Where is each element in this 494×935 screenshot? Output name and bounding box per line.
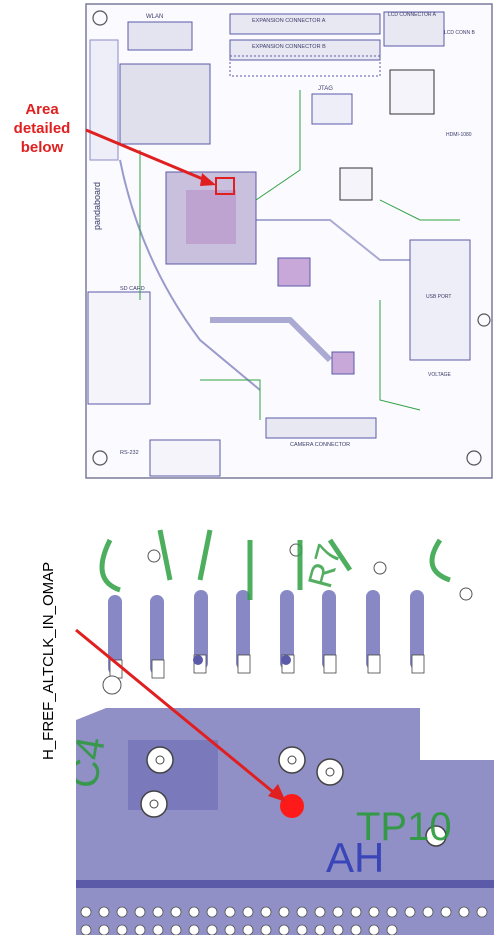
bottom-via-row [80,906,488,935]
trace-fingers [108,590,424,675]
area-callout: Area detailed below [2,100,82,157]
expansion-connector-b-rows [229,55,381,77]
qfp-chip-1 [389,69,435,115]
bus-trace [76,880,494,888]
callout-line-2: detailed [13,120,71,137]
camera-connector [265,417,377,439]
audio-chip [331,351,355,375]
detail-arrow-line [75,628,279,798]
trace-4 [255,90,301,201]
rs232-connector [149,439,221,477]
detail-arrow-head [268,784,286,802]
sd-card-slot [87,291,151,405]
tp-label: TP10 [356,805,452,849]
pandaboard-label: pandaboard [92,182,102,230]
hdmi-label: HDMI-1080 [446,132,472,138]
expansion-b-label: EXPANSION CONNECTOR B [252,44,326,50]
usb-port-label: USB PORT [426,294,451,300]
detail-area-box [215,177,235,195]
camera-label: CAMERA CONNECTOR [290,442,350,448]
mount-hole-tl [92,10,108,26]
lcd-b-label: LCD CONN B [444,30,476,36]
voltage-label: VOLTAGE [428,372,452,378]
c4-label: C4 [62,734,114,792]
sd-card-label: SD CARD [120,286,145,292]
top-vias [102,543,473,695]
jtag-label: JTAG [318,86,333,92]
callout-line-3: below [20,139,64,156]
board-overview: EXPANSION CONNECTOR A EXPANSION CONNECTO… [85,3,493,479]
expansion-connector-b [229,39,381,61]
jtag-header [311,93,353,125]
callout-arrow-line [85,128,211,184]
qfp-chip-2 [339,167,373,201]
large-vias [140,746,447,847]
pmic-chip [277,257,311,287]
lcd-connector-a [383,11,445,47]
wlan-connector [127,21,193,51]
callout-line-1: Area [25,101,59,118]
via-dots [193,655,291,665]
module-block [119,63,211,145]
rs232-label: RS-232 [120,450,139,456]
lcd-a-label: LCD CONNECTOR A [388,12,437,18]
omap-core [186,190,236,244]
trace-3 [210,317,333,363]
trace-6 [379,199,460,221]
expansion-a-label: EXPANSION CONNECTOR A [252,18,326,24]
callout-arrow-head [200,173,216,186]
silk-strokes [99,529,451,600]
test-point-dot [280,794,304,818]
trace-7 [200,379,261,420]
expansion-connector-a [229,13,381,35]
wlan-label: WLAN [146,14,163,20]
trace-8 [379,300,421,411]
trace-2 [256,219,410,261]
mount-hole-bl [92,450,108,466]
pad-row [109,654,425,679]
trace-1 [119,159,261,391]
detail-view: TP10 C4 R7 AH [62,522,494,935]
mount-hole-r [477,313,491,327]
ah-label: AH [326,834,384,881]
mount-hole-br [466,450,482,466]
right-connector-area [409,239,471,361]
